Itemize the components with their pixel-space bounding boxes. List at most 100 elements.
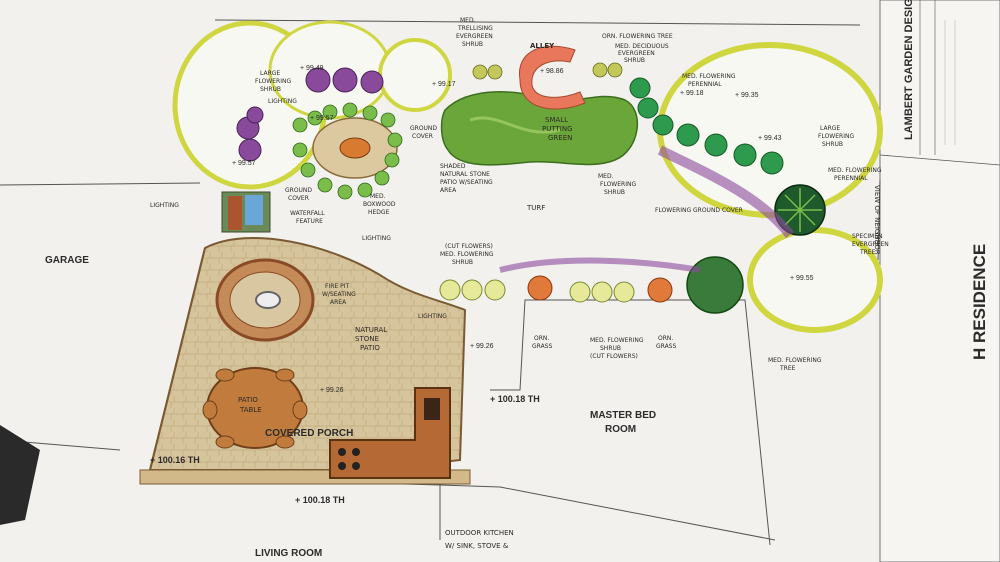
label-patio-table-1: PATIO (238, 396, 258, 404)
label-cut-flowers-1: (CUT FLOWERS) (445, 243, 493, 250)
label-cut-flowers-3: SHRUB (452, 259, 473, 266)
label-cut-flowers-2: MED. FLOWERING (440, 251, 494, 258)
label-shaded-3: PATIO W/SEATING (440, 179, 493, 186)
label-med-deciduous-1: MED. DECIDUOUS (615, 43, 669, 50)
label-large-flowering-3: SHRUB (260, 86, 281, 93)
label-med-flowering-perennial-r1: MED. FLOWERING (828, 167, 882, 174)
label-waterfall-1: WATERFALL (290, 210, 325, 217)
label-small-putting-2: PUTTING (542, 125, 573, 133)
outdoor-kitchen (329, 387, 451, 479)
label-small-putting-3: GREEN (548, 134, 572, 142)
elevation-9: + 99.55 (790, 275, 814, 282)
label-orn-grass-1: ORN. (534, 335, 549, 342)
waterfall-feature (221, 191, 271, 233)
specimen-tree (774, 184, 826, 236)
covered-porch-label: COVERED PORCH (265, 428, 353, 439)
label-med-flowering-perennial-1: MED. FLOWERING (682, 73, 736, 80)
label-med-trellising-4: SHRUB (462, 41, 483, 48)
label-shaded-1: SHADED (440, 163, 466, 170)
label-med-flowering-tree-1: MED. FLOWERING (768, 357, 822, 364)
elevation-3: + 98.86 (540, 68, 564, 75)
living-room-label: LIVING ROOM (255, 548, 322, 559)
elevation-11: + 99.26 (320, 387, 344, 394)
label-med-flowering-cut-3: (CUT FLOWERS) (590, 353, 638, 360)
label-med-flowering-cut-1: MED. FLOWERING (590, 337, 644, 344)
elevation-10: + 99.26 (470, 343, 494, 350)
trellis-shrubs (472, 62, 623, 80)
label-flowering-groundcover: FLOWERING GROUND COVER (655, 207, 743, 214)
label-view-neighbor: VIEW OF NEIGHBOR (873, 185, 881, 255)
label-specimen-2: EVERGREEN (852, 241, 889, 248)
label-outdoor-kitchen-2: W/ SINK, STOVE & (445, 542, 509, 550)
purple-shrubs (236, 67, 384, 162)
elevation-4: + 99.18 (680, 90, 704, 97)
label-med-boxwood-1: MED. (370, 193, 386, 200)
label-med-boxwood-3: HEDGE (368, 209, 390, 216)
alley-arc (519, 45, 586, 110)
firm-name: LAMBERT GARDEN DESIGN (903, 0, 915, 140)
title-block (879, 0, 1000, 562)
alley-label: ALLEY (530, 42, 555, 50)
garage-label: GARAGE (45, 255, 89, 266)
label-shaded-2: NATURAL STONE (440, 171, 490, 178)
elevation-6: + 99.43 (758, 135, 782, 142)
label-natural-stone-3: PATIO (360, 344, 380, 352)
elevation-7: + 99.57 (310, 115, 334, 122)
elevation-12: + 100.18 TH (490, 394, 540, 404)
elevation-13: + 100.16 TH (150, 455, 200, 465)
label-med-flowering-perennial-2: PERENNIAL (688, 81, 722, 88)
label-med-trellising-2: TRELLISING (457, 25, 493, 32)
label-large-flowering-right-2: FLOWERING (818, 133, 854, 140)
elevation-14: + 100.18 TH (295, 495, 345, 505)
elevation-5: + 99.35 (735, 92, 759, 99)
label-lighting-mid: LIGHTING (362, 235, 391, 242)
label-large-flowering-right-1: LARGE (820, 125, 840, 132)
label-ground-cover-left-2: COVER (288, 195, 309, 202)
label-lighting-patio: LIGHTING (418, 313, 447, 320)
label-med-flowering-shrub-1: MED. (598, 173, 614, 180)
elevation-2: + 99.17 (432, 81, 456, 88)
label-shaded-4: AREA (440, 187, 457, 194)
label-specimen-1: SPECIMEN (852, 233, 883, 240)
label-ground-cover-2: COVER (412, 133, 433, 140)
cut-flower-bed (499, 257, 701, 273)
boxwood-hedge (292, 102, 403, 200)
label-med-deciduous-3: SHRUB (624, 57, 645, 64)
bottom-shrub-row (439, 256, 744, 314)
label-natural-stone-1: NATURAL (355, 326, 387, 334)
label-med-flowering-cut-2: SHRUB (600, 345, 621, 352)
label-large-flowering-1: LARGE (260, 70, 280, 77)
shaded-patio (312, 117, 398, 179)
label-patio-table-2: TABLE (239, 406, 262, 414)
right-shrub-row (629, 77, 784, 175)
master-bed-label-1: MASTER BED (590, 410, 656, 421)
label-ground-cover-left-1: GROUND (285, 187, 312, 194)
label-waterfall-2: FEATURE (296, 218, 323, 225)
dark-object (0, 425, 40, 525)
label-orn-tree: ORN. FLOWERING TREE (602, 33, 673, 40)
label-med-trellising-1: MED. (460, 17, 476, 24)
elevation-1: + 99.49 (300, 65, 324, 72)
label-fire-pit-3: AREA (330, 299, 347, 306)
label-ground-cover-1: GROUND (410, 125, 437, 132)
patio-table (202, 367, 308, 449)
label-outdoor-kitchen-1: OUTDOOR KITCHEN (445, 529, 514, 537)
label-orn-grass-b1: ORN. (658, 335, 673, 342)
label-small-putting-1: SMALL (545, 116, 568, 124)
label-med-deciduous-2: EVERGREEN (618, 50, 655, 57)
label-large-flowering-2: FLOWERING (255, 78, 291, 85)
label-large-flowering-right-3: SHRUB (822, 141, 843, 148)
label-med-flowering-perennial-r2: PERENNIAL (834, 175, 868, 182)
label-med-flowering-tree-2: TREE (779, 365, 796, 372)
label-orn-grass-2: GRASS (532, 343, 552, 350)
label-lighting-top: LIGHTING (268, 98, 297, 105)
residence-name: H RESIDENCE (970, 244, 989, 360)
label-turf: TURF (526, 204, 545, 212)
label-med-trellising-3: EVERGREEN (456, 33, 493, 40)
label-natural-stone-2: STONE (355, 335, 379, 343)
fire-pit (215, 258, 315, 342)
elevation-8: + 99.57 (232, 160, 256, 167)
label-specimen-3: TREE (859, 249, 876, 256)
